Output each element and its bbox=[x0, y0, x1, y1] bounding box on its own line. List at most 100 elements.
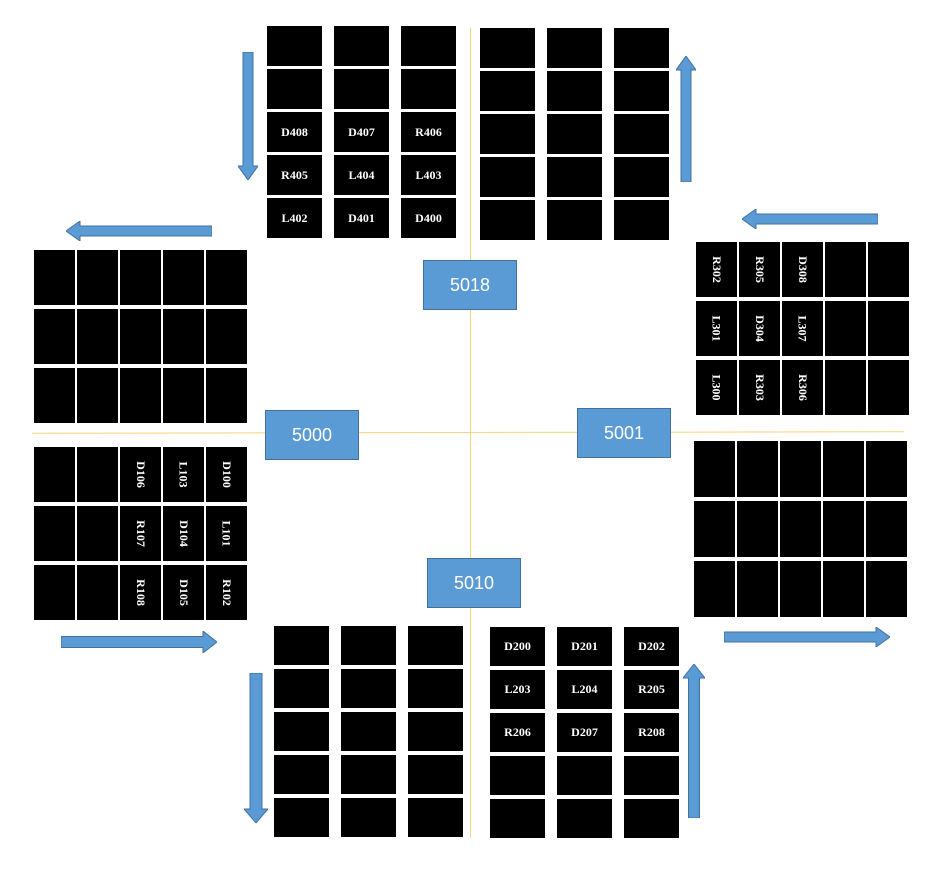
slot-cell: L403 bbox=[401, 155, 456, 195]
slot-cell bbox=[624, 799, 679, 838]
slot-cell: R208 bbox=[624, 713, 679, 752]
slot-cell bbox=[334, 26, 389, 66]
slot-cell bbox=[547, 28, 602, 68]
slot-label: L403 bbox=[415, 167, 442, 182]
slot-cell bbox=[480, 157, 535, 197]
arrow-down-icon bbox=[237, 51, 259, 181]
slot-label: D401 bbox=[348, 210, 375, 225]
slot-cell: L101 bbox=[206, 506, 247, 561]
slot-cell bbox=[274, 755, 329, 794]
slot-cell bbox=[34, 368, 75, 423]
slot-cell bbox=[614, 157, 669, 197]
slot-cell bbox=[614, 200, 669, 240]
slot-cell: L300 bbox=[696, 360, 737, 415]
slot-cell: R406 bbox=[401, 112, 456, 152]
slot-cell bbox=[408, 626, 463, 665]
slot-label: R107 bbox=[133, 520, 148, 547]
slot-cell bbox=[557, 799, 612, 838]
slot-cell bbox=[614, 114, 669, 154]
slot-cell bbox=[34, 250, 75, 305]
slot-cell bbox=[825, 301, 866, 356]
slot-label: D202 bbox=[638, 639, 665, 653]
slot-cell: D304 bbox=[739, 301, 780, 356]
slot-cell: R305 bbox=[739, 242, 780, 297]
arrow-up-icon bbox=[675, 55, 697, 183]
slot-label: D106 bbox=[133, 461, 148, 488]
slot-cell bbox=[34, 506, 75, 561]
slot-cell: D104 bbox=[163, 506, 204, 561]
slot-label: L404 bbox=[348, 167, 375, 182]
slot-label: R206 bbox=[504, 725, 531, 739]
slot-cell: R302 bbox=[696, 242, 737, 297]
slot-cell: D201 bbox=[557, 627, 612, 666]
slot-label: R306 bbox=[795, 374, 810, 401]
slot-label: R303 bbox=[752, 374, 767, 401]
slot-cell bbox=[341, 755, 396, 794]
slot-cell bbox=[341, 626, 396, 665]
slot-label: R405 bbox=[281, 167, 308, 182]
slot-cell bbox=[163, 250, 204, 305]
slot-cell bbox=[401, 69, 456, 109]
slot-label: D304 bbox=[752, 315, 767, 342]
slot-cell bbox=[694, 561, 735, 617]
slot-cell bbox=[267, 69, 322, 109]
slot-label: D407 bbox=[348, 124, 375, 139]
slot-label: D105 bbox=[176, 579, 191, 606]
slot-cell bbox=[737, 441, 778, 497]
slot-cell bbox=[480, 71, 535, 111]
slot-cell: D202 bbox=[624, 627, 679, 666]
slot-cell: L103 bbox=[163, 447, 204, 502]
slot-label: D207 bbox=[571, 725, 598, 739]
slot-label: D104 bbox=[176, 520, 191, 547]
slot-cell bbox=[77, 447, 118, 502]
slot-label: L204 bbox=[571, 682, 598, 696]
slot-cell bbox=[780, 441, 821, 497]
slot-cell bbox=[77, 309, 118, 364]
slot-cell: L204 bbox=[557, 670, 612, 709]
slot-cell bbox=[274, 669, 329, 708]
slot-cell: D308 bbox=[782, 242, 823, 297]
arrow-down-icon bbox=[242, 672, 270, 824]
slot-cell bbox=[624, 756, 679, 795]
slot-cell bbox=[120, 309, 161, 364]
slot-cell: D105 bbox=[163, 565, 204, 620]
slot-cell bbox=[77, 368, 118, 423]
slot-cell bbox=[823, 561, 864, 617]
slot-label: D308 bbox=[795, 256, 810, 283]
slot-cell: L402 bbox=[267, 198, 322, 238]
slot-cell bbox=[267, 26, 322, 66]
slot-cell bbox=[547, 71, 602, 111]
slot-cell: D400 bbox=[401, 198, 456, 238]
slot-cell: R107 bbox=[120, 506, 161, 561]
slot-label: L301 bbox=[709, 315, 724, 342]
slot-cell bbox=[34, 447, 75, 502]
slot-label: R302 bbox=[709, 256, 724, 283]
slot-cell bbox=[547, 200, 602, 240]
slot-cell bbox=[825, 360, 866, 415]
slot-cell: R206 bbox=[490, 713, 545, 752]
slot-cell bbox=[341, 798, 396, 837]
slot-label: L103 bbox=[176, 461, 191, 488]
slot-cell: D207 bbox=[557, 713, 612, 752]
slot-cell bbox=[120, 368, 161, 423]
slot-cell bbox=[547, 157, 602, 197]
slot-cell bbox=[737, 561, 778, 617]
slot-cell bbox=[868, 360, 909, 415]
slot-cell bbox=[823, 441, 864, 497]
slot-cell bbox=[866, 561, 907, 617]
node-south: 5010 bbox=[427, 558, 521, 608]
arrow-right-icon bbox=[723, 626, 891, 648]
slot-cell: D401 bbox=[334, 198, 389, 238]
slot-cell bbox=[780, 501, 821, 557]
slot-cell bbox=[480, 200, 535, 240]
slot-label: R108 bbox=[133, 579, 148, 606]
slot-cell bbox=[868, 242, 909, 297]
slot-cell bbox=[341, 669, 396, 708]
arrow-right-icon bbox=[60, 629, 218, 655]
slot-label: D201 bbox=[571, 639, 598, 653]
slot-cell bbox=[480, 28, 535, 68]
slot-cell: D408 bbox=[267, 112, 322, 152]
slot-cell bbox=[490, 756, 545, 795]
slot-cell: D106 bbox=[120, 447, 161, 502]
